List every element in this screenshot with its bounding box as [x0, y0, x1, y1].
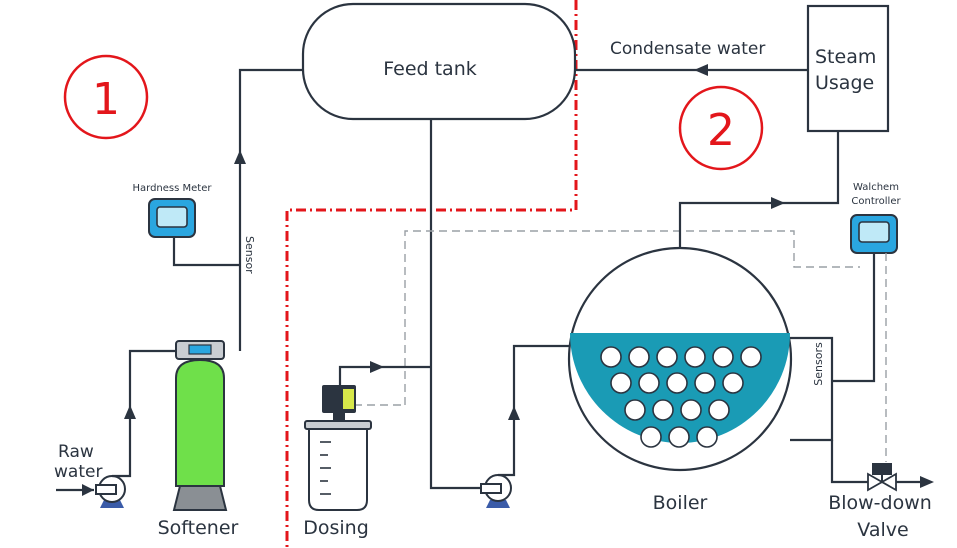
pump-to-softener-pipe	[112, 349, 176, 478]
zone-1-marker: 1	[63, 54, 149, 140]
blowdown-valve	[867, 463, 897, 492]
boiler-feed-arrow-icon	[508, 406, 520, 420]
raw-water-label-2: water	[54, 462, 102, 482]
dosing-label: Dosing	[303, 517, 369, 539]
softener	[172, 340, 228, 511]
sensors-label: Sensors	[812, 342, 825, 386]
blowdown-pipe	[830, 440, 926, 484]
hardness-sensor-wire	[172, 237, 240, 267]
steam-arrow-icon	[771, 197, 785, 209]
steam-usage-label-2: Usage	[815, 72, 874, 94]
zone-2-number: 2	[707, 105, 735, 156]
upflow-arrow-icon	[234, 150, 246, 164]
boiler-sensor-pipe	[790, 336, 834, 442]
zone-2-marker: 2	[678, 85, 764, 171]
softener-label: Softener	[158, 517, 239, 539]
dosing-unit	[304, 385, 372, 511]
walchem-controller	[850, 214, 898, 254]
walchem-label-2: Controller	[851, 196, 901, 207]
tank-outlet-pipe	[429, 119, 486, 490]
walchem-label-1: Walchem	[853, 182, 899, 193]
hardness-meter	[148, 198, 196, 238]
dosing-injection-pipe	[338, 365, 431, 385]
zone-1-number: 1	[92, 74, 120, 125]
dosing-arrow-icon	[370, 361, 384, 373]
steam-pipe	[678, 131, 840, 248]
pump-to-boiler-pipe	[498, 344, 575, 477]
boiler-label: Boiler	[653, 492, 708, 514]
control-signal-line	[404, 230, 860, 405]
blowdown-arrow-icon	[920, 476, 934, 488]
condensate-label: Condensate water	[610, 39, 765, 59]
steam-usage-box	[806, 4, 890, 133]
blowdown-label-1: Blow-down	[828, 492, 932, 514]
hardness-meter-label: Hardness Meter	[133, 183, 213, 194]
feed-tank-label: Feed tank	[383, 58, 477, 80]
raw-water-pump	[95, 475, 126, 508]
boiler	[567, 246, 793, 472]
sensor-label: Sensor	[243, 236, 256, 274]
boiler-feed-pump	[480, 474, 512, 508]
sensor-to-controller-wire	[832, 253, 876, 383]
blowdown-label-2: Valve	[857, 519, 908, 541]
boiler-tubes	[600, 346, 762, 448]
pump-upflow-arrow-icon	[124, 405, 136, 419]
softener-to-tank-pipe	[238, 68, 303, 351]
raw-water-arrow-icon	[82, 484, 94, 496]
condensate-arrow-icon	[694, 64, 708, 76]
feed-tank	[301, 2, 577, 121]
raw-water-label-1: Raw	[58, 442, 94, 462]
steam-usage-label-1: Steam	[815, 46, 876, 68]
